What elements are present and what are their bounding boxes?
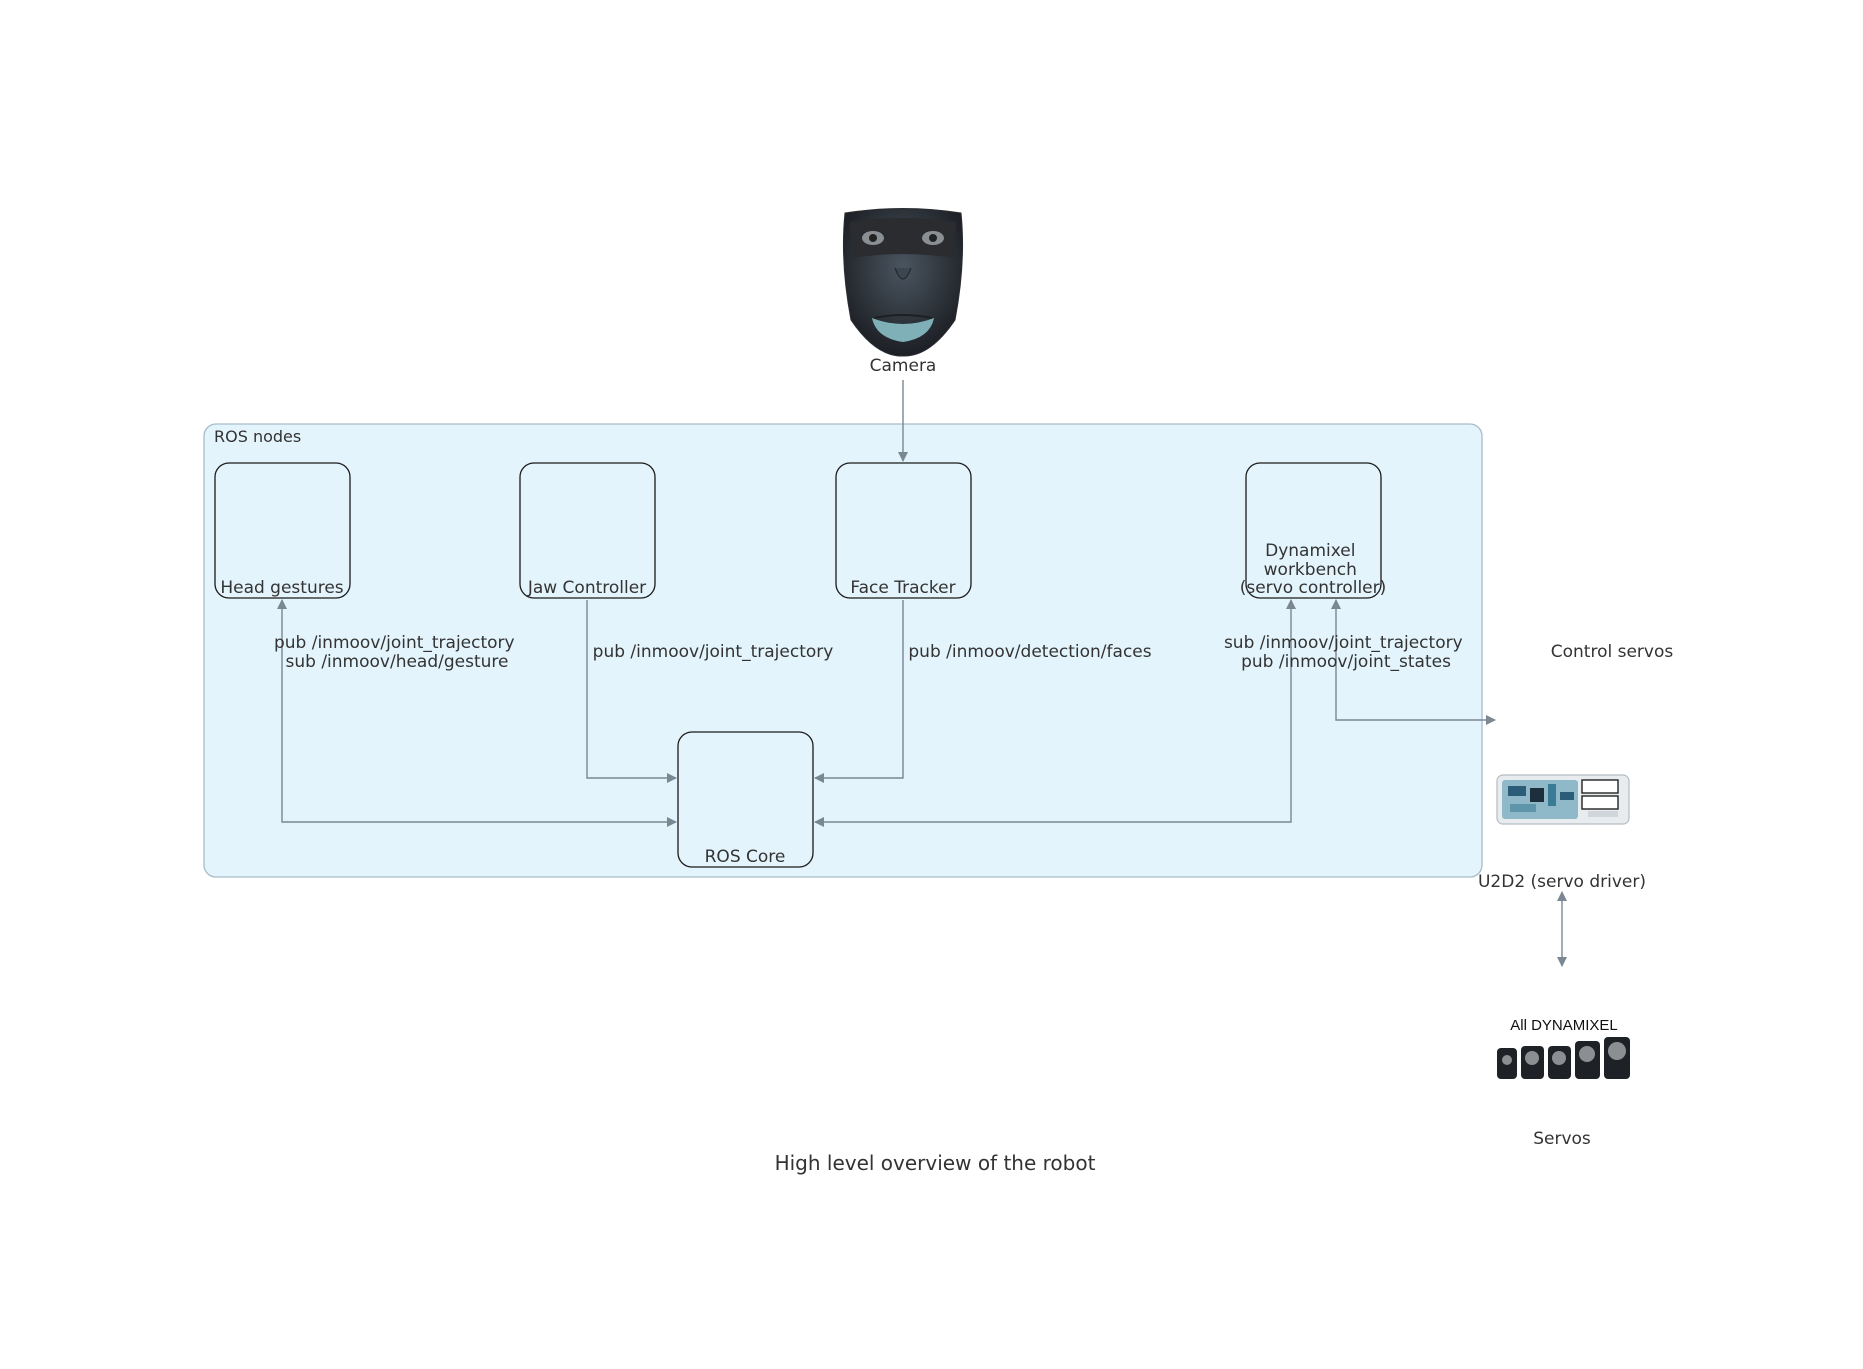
- servos-label: Servos: [1533, 1129, 1591, 1149]
- dynamixel-workbench-node: [1245, 462, 1382, 599]
- dynamixel-servos-icon: [1497, 1037, 1630, 1079]
- control-servos-label: Control servos: [1551, 642, 1674, 662]
- dynamixel-workbench-label-line3: (servo controller): [1240, 578, 1387, 598]
- edge-label-dynamixel-line1: sub /inmoov/joint_trajectory: [1224, 633, 1463, 653]
- u2d2-board-icon: [1496, 774, 1630, 825]
- robot-face-icon: [842, 208, 964, 357]
- edge-dynamixel-control-servos: [1331, 599, 1496, 725]
- face-tracker-label: Face Tracker: [850, 578, 955, 598]
- jaw-controller-label: Jaw Controller: [527, 578, 646, 598]
- cluster-label: ROS nodes: [214, 427, 301, 446]
- dynamixel-workbench-label-line1: Dynamixel: [1265, 541, 1355, 561]
- head-gestures-label: Head gestures: [220, 578, 343, 598]
- camera-label: Camera: [870, 356, 937, 376]
- edge-dynamixel-ros-core: [814, 599, 1296, 827]
- edge-label-head-gestures: pub /inmoov/joint_trajectory sub /inmoov…: [274, 633, 520, 672]
- dynamixel-workbench-label-line2: workbench: [1264, 560, 1357, 580]
- face-tracker-node: [835, 462, 972, 599]
- diagram-caption: High level overview of the robot: [775, 1151, 1096, 1175]
- servos-image-caption: All DYNAMIXEL: [1510, 1017, 1618, 1034]
- edge-label-face-tracker: pub /inmoov/detection/faces: [908, 642, 1151, 662]
- ros-core-label: ROS Core: [705, 847, 786, 867]
- edge-jaw-controller-ros-core: [586, 600, 677, 783]
- edge-label-dynamixel: sub /inmoov/joint_trajectory pub /inmoov…: [1224, 633, 1468, 672]
- jaw-controller-node: [519, 462, 656, 599]
- edge-label-head-gestures-line2: sub /inmoov/head/gesture: [286, 652, 509, 672]
- edge-head-gestures-ros-core: [277, 599, 677, 827]
- head-gestures-node: [214, 462, 351, 599]
- dynamixel-workbench-label: Dynamixel workbench (servo controller): [1240, 541, 1387, 598]
- ros-core-node: [677, 731, 814, 868]
- edge-label-head-gestures-line1: pub /inmoov/joint_trajectory: [274, 633, 515, 653]
- edge-label-jaw-controller: pub /inmoov/joint_trajectory: [593, 642, 834, 662]
- u2d2-label: U2D2 (servo driver): [1478, 872, 1646, 892]
- edge-label-dynamixel-line2: pub /inmoov/joint_states: [1241, 652, 1451, 672]
